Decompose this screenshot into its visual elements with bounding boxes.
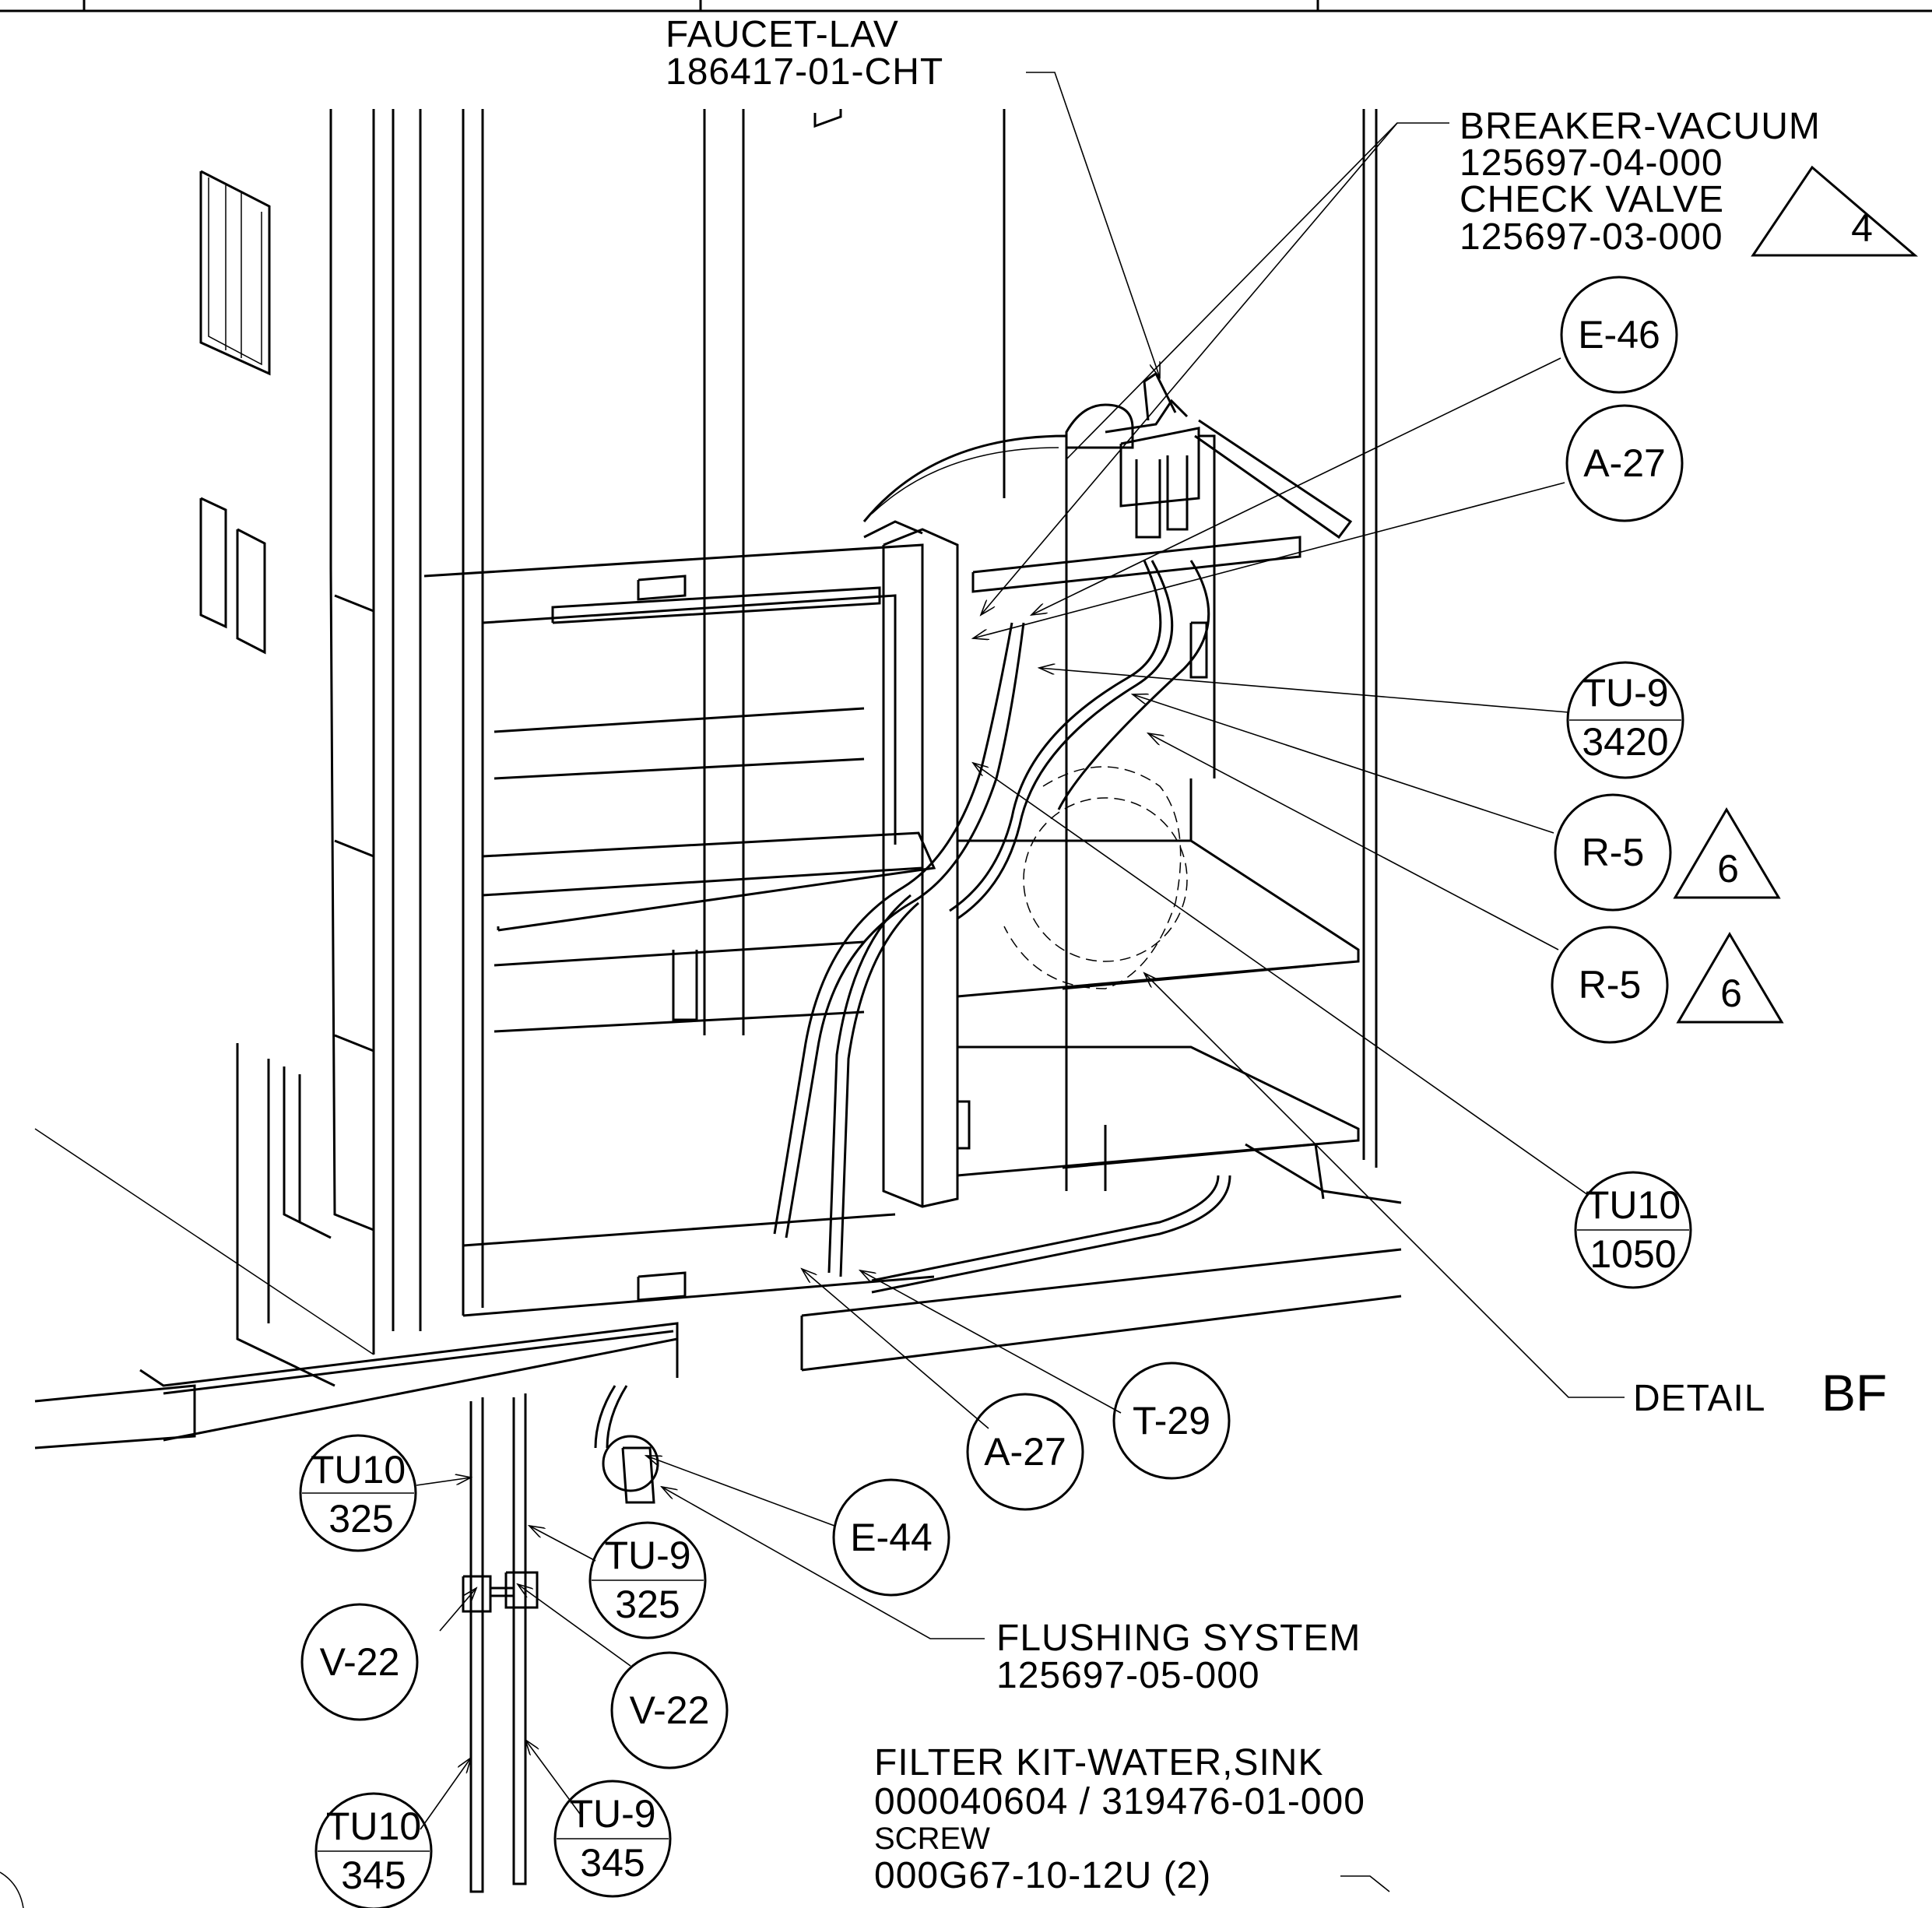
revision-flag-breaker: 4 bbox=[1751, 165, 1919, 257]
svg-text:BF: BF bbox=[1821, 1364, 1887, 1421]
svg-text:V-22: V-22 bbox=[320, 1640, 400, 1684]
svg-text:345: 345 bbox=[341, 1854, 406, 1897]
svg-text:4: 4 bbox=[1851, 206, 1873, 250]
svg-text:TU-9: TU-9 bbox=[1582, 671, 1668, 715]
corner-arc bbox=[0, 1871, 24, 1908]
balloon-tu10-345: TU10 345 bbox=[314, 1792, 433, 1908]
svg-text:6: 6 bbox=[1720, 972, 1742, 1015]
drawing-border bbox=[0, 0, 1932, 12]
svg-text:TU10: TU10 bbox=[326, 1804, 421, 1848]
svg-text:SCREW: SCREW bbox=[874, 1822, 990, 1856]
balloon-t29: T-29 bbox=[1112, 1362, 1231, 1480]
faucet-label: FAUCET-LAV 186417-01-CHT bbox=[666, 14, 943, 93]
svg-text:125697-03-000: 125697-03-000 bbox=[1460, 216, 1723, 258]
supply-pipes bbox=[462, 1385, 659, 1893]
svg-text:FILTER KIT-WATER,SINK: FILTER KIT-WATER,SINK bbox=[874, 1742, 1323, 1783]
svg-text:V-22: V-22 bbox=[630, 1688, 710, 1732]
svg-text:125697-05-000: 125697-05-000 bbox=[996, 1655, 1260, 1696]
filter-label: FILTER KIT-WATER,SINK 000040604 / 319476… bbox=[874, 1742, 1365, 1896]
revision-flag-r5-lower: 6 bbox=[1676, 932, 1784, 1024]
breaker-label: BREAKER-VACUUM 125697-04-000 CHECK VALVE… bbox=[1460, 106, 1821, 258]
svg-text:FLUSHING SYSTEM: FLUSHING SYSTEM bbox=[996, 1618, 1361, 1659]
svg-text:325: 325 bbox=[615, 1583, 680, 1626]
svg-text:1050: 1050 bbox=[1590, 1232, 1676, 1276]
balloon-tu10-1050: TU10 1050 bbox=[1574, 1171, 1692, 1289]
faucet-assembly bbox=[1065, 371, 1200, 539]
balloon-v22-left: V-22 bbox=[300, 1603, 419, 1721]
svg-text:000040604 / 319476-01-000: 000040604 / 319476-01-000 bbox=[874, 1781, 1365, 1822]
svg-text:6: 6 bbox=[1717, 847, 1739, 891]
balloon-a27-upper: A-27 bbox=[1565, 404, 1684, 522]
svg-text:FAUCET-LAV: FAUCET-LAV bbox=[666, 14, 899, 55]
balloon-tu9-345: TU-9 345 bbox=[553, 1780, 672, 1898]
svg-text:E-44: E-44 bbox=[850, 1516, 933, 1559]
balloon-e46: E-46 bbox=[1560, 276, 1678, 394]
balloon-a27-lower: A-27 bbox=[966, 1393, 1084, 1511]
svg-text:3420: 3420 bbox=[1582, 720, 1668, 764]
svg-text:DETAIL: DETAIL bbox=[1633, 1378, 1765, 1419]
svg-text:000G67-10-12U (2): 000G67-10-12U (2) bbox=[874, 1855, 1211, 1896]
cabinet-structure bbox=[34, 109, 1402, 1449]
balloon-e44: E-44 bbox=[832, 1478, 950, 1597]
balloon-tu10-325: TU10 325 bbox=[299, 1434, 417, 1552]
revision-flag-r5-upper: 6 bbox=[1673, 807, 1781, 899]
svg-text:TU10: TU10 bbox=[1586, 1183, 1681, 1227]
svg-text:TU-9: TU-9 bbox=[569, 1792, 655, 1836]
balloon-r5-upper: R-5 bbox=[1554, 793, 1672, 912]
svg-text:E-46: E-46 bbox=[1578, 313, 1660, 357]
water-hoses bbox=[773, 560, 1231, 1294]
balloon-r5-lower: 6 R-5 bbox=[1551, 926, 1669, 1044]
svg-text:BREAKER-VACUUM: BREAKER-VACUUM bbox=[1460, 106, 1821, 147]
svg-text:A-27: A-27 bbox=[1583, 441, 1666, 485]
leader-lines bbox=[416, 72, 1625, 1892]
svg-text:186417-01-CHT: 186417-01-CHT bbox=[666, 51, 943, 93]
svg-text:TU10: TU10 bbox=[311, 1448, 406, 1492]
svg-text:R-5: R-5 bbox=[1582, 831, 1645, 874]
balloon-v22-right: V-22 bbox=[610, 1651, 729, 1769]
flushing-label: FLUSHING SYSTEM 125697-05-000 bbox=[996, 1618, 1361, 1696]
balloon-tu9-325: TU-9 325 bbox=[588, 1521, 707, 1639]
svg-text:325: 325 bbox=[328, 1497, 393, 1541]
svg-text:TU-9: TU-9 bbox=[604, 1534, 690, 1577]
detail-label: DETAIL BF bbox=[1633, 1364, 1887, 1421]
balloon-tu9-3420: TU-9 3420 bbox=[1566, 661, 1684, 779]
svg-text:345: 345 bbox=[580, 1841, 645, 1885]
svg-text:125697-04-000: 125697-04-000 bbox=[1460, 142, 1723, 184]
svg-text:A-27: A-27 bbox=[984, 1430, 1066, 1474]
svg-text:R-5: R-5 bbox=[1579, 963, 1642, 1007]
svg-text:T-29: T-29 bbox=[1133, 1399, 1210, 1442]
svg-text:CHECK VALVE: CHECK VALVE bbox=[1460, 179, 1724, 220]
